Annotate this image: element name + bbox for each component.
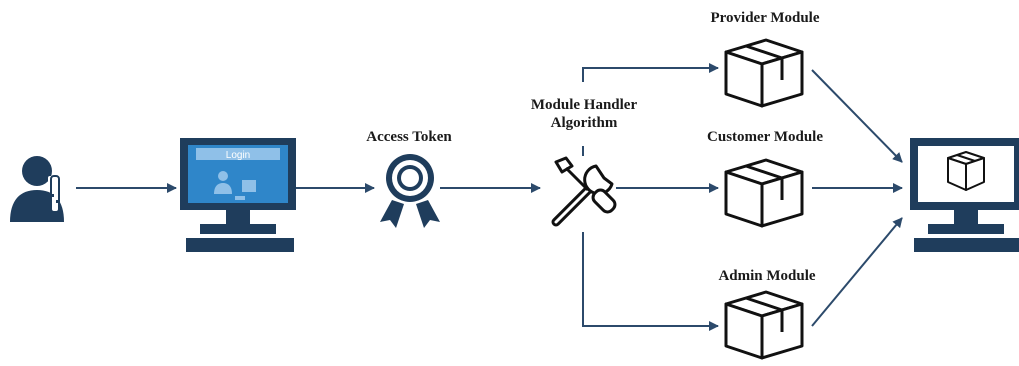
arrow-admin-to-output [811, 217, 903, 327]
module-handler-label-line2: Algorithm [550, 115, 618, 131]
monitor-with-box-icon [910, 138, 1019, 252]
arrow-handler-to-admin [582, 232, 719, 331]
module-handler-label-line1: Module Handler [530, 97, 638, 113]
admin-module-box-icon [724, 290, 804, 360]
arrow-provider-to-output [811, 69, 903, 163]
award-ribbon-icon [380, 154, 440, 228]
access-token-label: Access Token [366, 129, 452, 145]
provider-module-box-icon [724, 38, 804, 108]
wrench-screwdriver-icon [551, 156, 617, 227]
login-monitor-icon [180, 138, 296, 252]
customer-module-box-icon [724, 158, 804, 228]
connectors [76, 63, 903, 331]
module-handler-label: Module Handler Algorithm [494, 96, 674, 132]
login-screen-text: Login [226, 150, 250, 161]
provider-module-label: Provider Module [710, 10, 820, 26]
user-with-key-icon [10, 156, 64, 222]
arrow-handler-to-provider [582, 63, 719, 82]
customer-module-label: Customer Module [707, 129, 823, 145]
admin-module-label: Admin Module [718, 268, 816, 284]
